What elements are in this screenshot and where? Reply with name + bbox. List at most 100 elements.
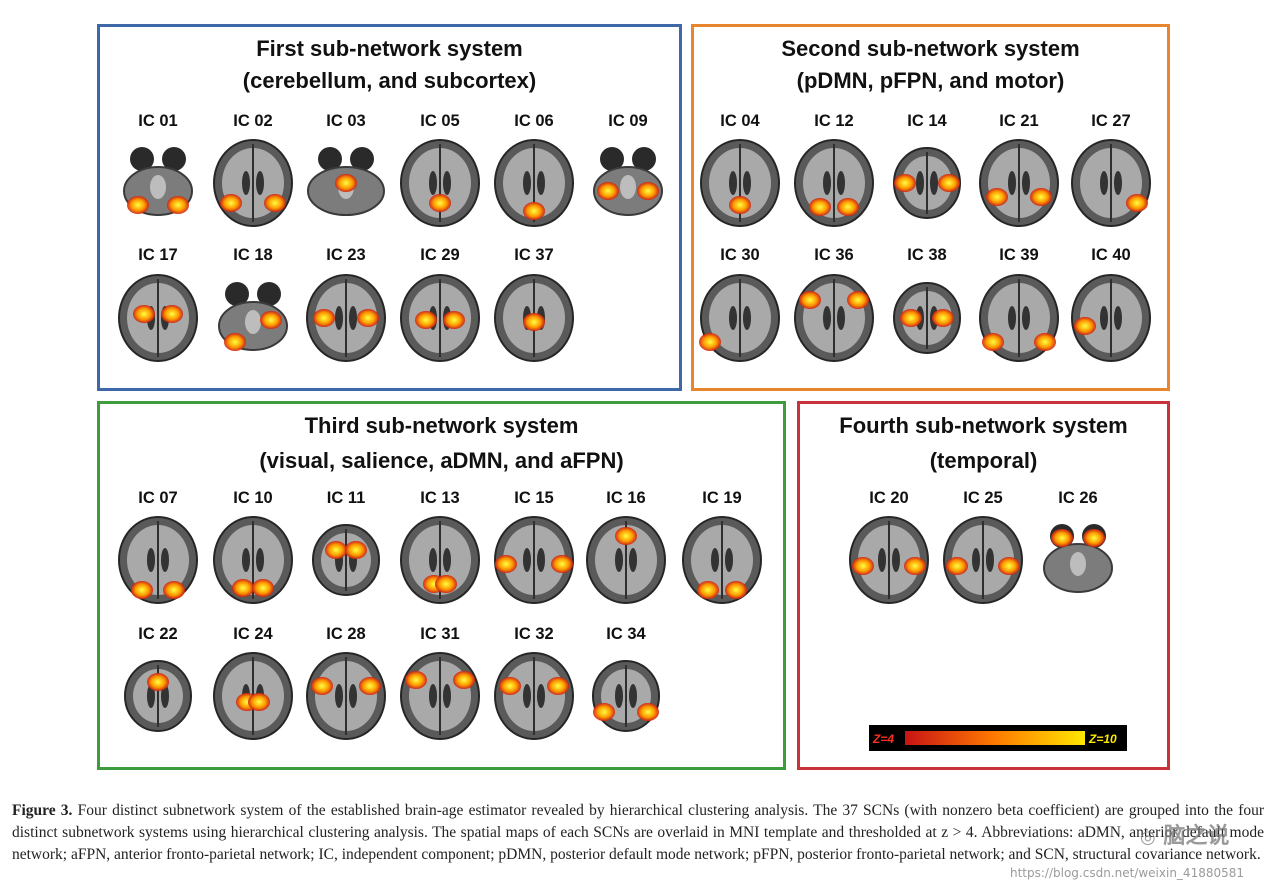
brain-map-ic-11 — [312, 524, 380, 596]
brain-map-ic-30 — [699, 274, 780, 362]
ic-label: IC 13 — [420, 489, 460, 507]
ic-label: IC 22 — [138, 625, 178, 643]
activation-blob — [932, 309, 954, 327]
activation-blob — [252, 579, 274, 597]
ic-label: IC 17 — [138, 246, 178, 264]
panel-fourth-sub-network — [797, 401, 1170, 770]
brain-map-ic-32 — [494, 652, 574, 740]
ic-label: IC 29 — [420, 246, 460, 264]
caption-label: Figure 3. — [12, 802, 73, 819]
brain-map-ic-29 — [400, 274, 480, 362]
ic-label: IC 28 — [326, 625, 366, 643]
ic-label: IC 25 — [963, 489, 1003, 507]
panel-second-sub-network — [691, 24, 1170, 391]
brain-map-ic-14 — [893, 147, 961, 219]
activation-blob — [904, 557, 926, 575]
brain-map-ic-27 — [1071, 139, 1151, 227]
ic-label: IC 01 — [138, 112, 178, 130]
ic-label: IC 24 — [233, 625, 273, 643]
activation-blob — [335, 174, 357, 192]
activation-blob — [1083, 529, 1105, 547]
brain-map-ic-40 — [1071, 274, 1151, 362]
panel-third-sub-network — [97, 401, 786, 770]
brain-map-ic-18 — [218, 282, 288, 351]
activation-blob — [729, 196, 751, 214]
ic-label: IC 04 — [720, 112, 760, 130]
activation-blob — [429, 194, 451, 212]
activation-blob — [1034, 333, 1056, 351]
ic-label: IC 02 — [233, 112, 273, 130]
ic-label: IC 23 — [326, 246, 366, 264]
brain-map-ic-05 — [400, 139, 480, 227]
ic-label: IC 27 — [1091, 112, 1131, 130]
activation-blob — [264, 194, 286, 212]
ic-label: IC 37 — [514, 246, 554, 264]
activation-blob — [167, 196, 189, 214]
activation-blob — [443, 311, 465, 329]
activation-blob — [359, 677, 381, 695]
panel-title: Second sub-network system — [781, 36, 1080, 61]
ic-label: IC 15 — [514, 489, 554, 507]
ic-label: IC 36 — [814, 246, 854, 264]
ic-label: IC 26 — [1058, 489, 1098, 507]
csdn-url-watermark: https://blog.csdn.net/weixin_41880581 — [1010, 866, 1245, 880]
ic-label: IC 31 — [420, 625, 460, 643]
brain-map-ic-38 — [893, 282, 961, 354]
brain-map-ic-37 — [494, 274, 574, 362]
brain-map-ic-19 — [682, 516, 762, 604]
activation-blob — [260, 311, 282, 329]
ic-label: IC 03 — [326, 112, 366, 130]
activation-blob — [345, 541, 367, 559]
activation-blob — [147, 673, 169, 691]
brain-map-ic-20 — [849, 516, 929, 604]
ic-label: IC 21 — [999, 112, 1039, 130]
activation-blob — [593, 703, 615, 721]
activation-blob — [697, 581, 719, 599]
ic-label: IC 40 — [1091, 246, 1131, 264]
brain-map-ic-24 — [213, 652, 293, 740]
activation-blob — [133, 305, 155, 323]
watermark-logo-text: 脑之说 — [1163, 824, 1230, 849]
brain-map-ic-10 — [213, 516, 293, 604]
ic-label: IC 12 — [814, 112, 854, 130]
brain-map-ic-15 — [494, 516, 574, 604]
ic-label: IC 16 — [606, 489, 646, 507]
brain-map-ic-28 — [306, 652, 386, 740]
activation-blob — [986, 188, 1008, 206]
activation-blob — [499, 677, 521, 695]
panel-title: Fourth sub-network system — [839, 413, 1128, 438]
activation-blob — [982, 333, 1004, 351]
activation-blob — [615, 527, 637, 545]
ic-label: IC 14 — [907, 112, 947, 130]
activation-blob — [852, 557, 874, 575]
activation-blob — [637, 703, 659, 721]
brain-map-ic-36 — [794, 274, 874, 362]
panel-title: Third sub-network system — [304, 413, 579, 438]
colorbar-max-label: Z=10 — [1088, 732, 1117, 746]
activation-blob — [1074, 317, 1096, 335]
brain-map-ic-06 — [494, 139, 574, 227]
activation-blob — [415, 311, 437, 329]
ic-label: IC 06 — [514, 112, 554, 130]
activation-blob — [248, 693, 270, 711]
activation-blob — [1030, 188, 1052, 206]
activation-blob — [131, 581, 153, 599]
activation-blob — [725, 581, 747, 599]
activation-blob — [551, 555, 573, 573]
brain-map-ic-12 — [794, 139, 874, 227]
brain-map-ic-34 — [592, 660, 660, 732]
brain-map-ic-07 — [118, 516, 198, 604]
activation-blob — [799, 291, 821, 309]
activation-blob — [224, 333, 246, 351]
activation-blob — [1051, 529, 1073, 547]
activation-blob — [547, 677, 569, 695]
activation-blob — [163, 581, 185, 599]
activation-blob — [1126, 194, 1148, 212]
ic-label: IC 05 — [420, 112, 460, 130]
ic-label: IC 07 — [138, 489, 178, 507]
panel-subtitle: (pDMN, pFPN, and motor) — [796, 68, 1065, 93]
caption-text: Four distinct subnetwork system of the e… — [12, 802, 1265, 863]
activation-blob — [127, 196, 149, 214]
activation-blob — [837, 198, 859, 216]
